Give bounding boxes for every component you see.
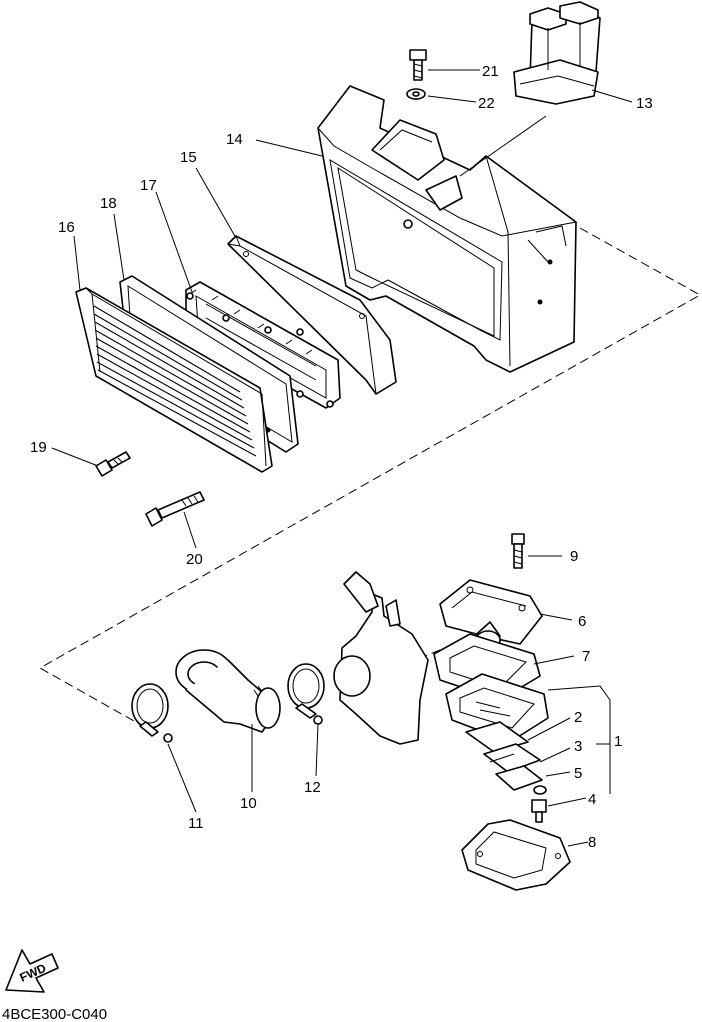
- part-16-finned-cover: [75, 287, 273, 473]
- callout-labels: 21 22 13 14 15 17 18 16 19 20 9 6 7 2 3 …: [30, 63, 653, 851]
- callout-3: 3: [574, 738, 582, 755]
- callout-2: 2: [574, 709, 582, 726]
- part-12-hose-clamp: [287, 663, 325, 725]
- part-3-reed-stopper: [483, 743, 541, 773]
- callout-4: 4: [588, 791, 596, 808]
- crankcase-reference: [333, 571, 429, 745]
- callout-5: 5: [574, 765, 582, 782]
- callout-17: 17: [140, 177, 157, 194]
- callout-7: 7: [582, 648, 590, 665]
- part-5-reed: [495, 765, 543, 791]
- part-13-intake-duct: [513, 1, 601, 105]
- callout-1: 1: [614, 733, 622, 750]
- part-8-gasket: [461, 819, 571, 891]
- part-15-element-plate: [227, 235, 397, 395]
- part-20-long-bolt: [145, 491, 205, 527]
- callout-20: 20: [186, 551, 203, 568]
- callout-9: 9: [570, 548, 578, 565]
- part-5-washer: [533, 785, 547, 795]
- diagram-code: 4BCE300-C040: [2, 1006, 107, 1022]
- part-4-screw: [531, 799, 547, 823]
- part-21-bolt: [409, 49, 427, 81]
- callout-22: 22: [478, 95, 495, 112]
- part-10-intake-joint: [175, 649, 281, 733]
- callout-21: 21: [482, 63, 499, 80]
- callout-15: 15: [180, 149, 197, 166]
- callout-14: 14: [226, 131, 243, 148]
- part-14-air-filter-case: [317, 85, 577, 373]
- part-1-reed-valve-assembly: [445, 673, 549, 743]
- cover-fins: [93, 305, 257, 457]
- leader-lines: [51, 69, 633, 847]
- part-11-hose-clamp: [131, 683, 173, 743]
- callout-11: 11: [188, 815, 204, 832]
- callout-16: 16: [58, 219, 75, 236]
- callout-19: 19: [30, 439, 47, 456]
- callout-8: 8: [588, 834, 596, 851]
- callout-12: 12: [304, 779, 321, 796]
- callout-10: 10: [240, 795, 257, 812]
- callout-13: 13: [636, 95, 653, 112]
- part-22-washer: [406, 88, 426, 100]
- callout-18: 18: [100, 195, 117, 212]
- part-19-short-bolt: [95, 451, 131, 477]
- part-9-screw: [511, 533, 525, 569]
- fwd-arrow-icon: [5, 949, 59, 993]
- callout-6: 6: [578, 613, 586, 630]
